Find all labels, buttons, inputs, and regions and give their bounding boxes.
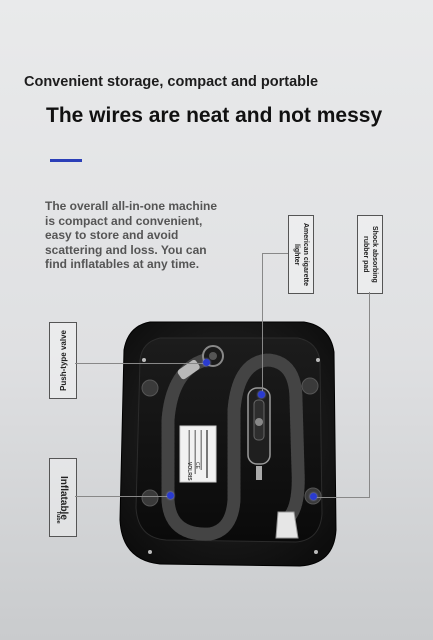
leader-line <box>316 497 370 498</box>
push-valve-lever <box>177 359 200 380</box>
description-line: scattering and loss. You can <box>45 242 207 257</box>
callout-text: rubber pad <box>362 236 369 273</box>
rubber-pad <box>141 379 159 397</box>
callout-text: lighter <box>293 243 300 266</box>
leader-line <box>262 253 263 395</box>
product-label <box>179 425 217 483</box>
hose-connector <box>275 511 299 539</box>
screw <box>142 358 146 362</box>
callout-cigarette-lighter: American cigarette lighter <box>288 215 314 294</box>
leader-line <box>75 496 170 497</box>
leader-line <box>262 253 288 254</box>
tagline: Convenient storage, compact and portable <box>24 74 319 90</box>
description-line: easy to store and avoid <box>45 228 179 242</box>
callout-push-valve: Push-type valve <box>49 322 77 399</box>
callout-text: American cigarette <box>302 222 309 287</box>
screw <box>314 550 318 554</box>
screw <box>316 358 320 362</box>
description: The overall all-in-one machine is compac… <box>45 199 245 272</box>
label-cert: CE <box>194 462 200 470</box>
headline: The wires are neat and not messy <box>46 104 383 127</box>
callout-subtext: Tube <box>55 511 61 524</box>
marker-dot <box>258 391 265 398</box>
callout-inflatable-tube: Inflatable Tube <box>49 458 77 537</box>
description-line: find inflatables at any time. <box>45 257 200 271</box>
callout-text: Push-type valve <box>58 330 68 391</box>
description-line: The overall all-in-one machine <box>45 199 218 213</box>
description-line: is compact and convenient, <box>45 213 203 228</box>
rubber-pad <box>141 489 159 507</box>
marker-dot <box>310 493 317 500</box>
callout-text: Shock absorbing <box>371 226 378 283</box>
marker-dot <box>167 492 174 499</box>
callout-text: Inflatable <box>58 475 69 520</box>
leader-line <box>75 363 208 364</box>
leader-line <box>369 292 370 497</box>
screw <box>148 550 152 554</box>
accent-divider <box>50 159 82 162</box>
marker-dot <box>203 359 210 366</box>
rubber-pad <box>301 377 319 395</box>
callout-rubber-pad: Shock absorbing rubber pad <box>357 215 383 294</box>
label-brand: VOLRIS <box>186 462 192 481</box>
